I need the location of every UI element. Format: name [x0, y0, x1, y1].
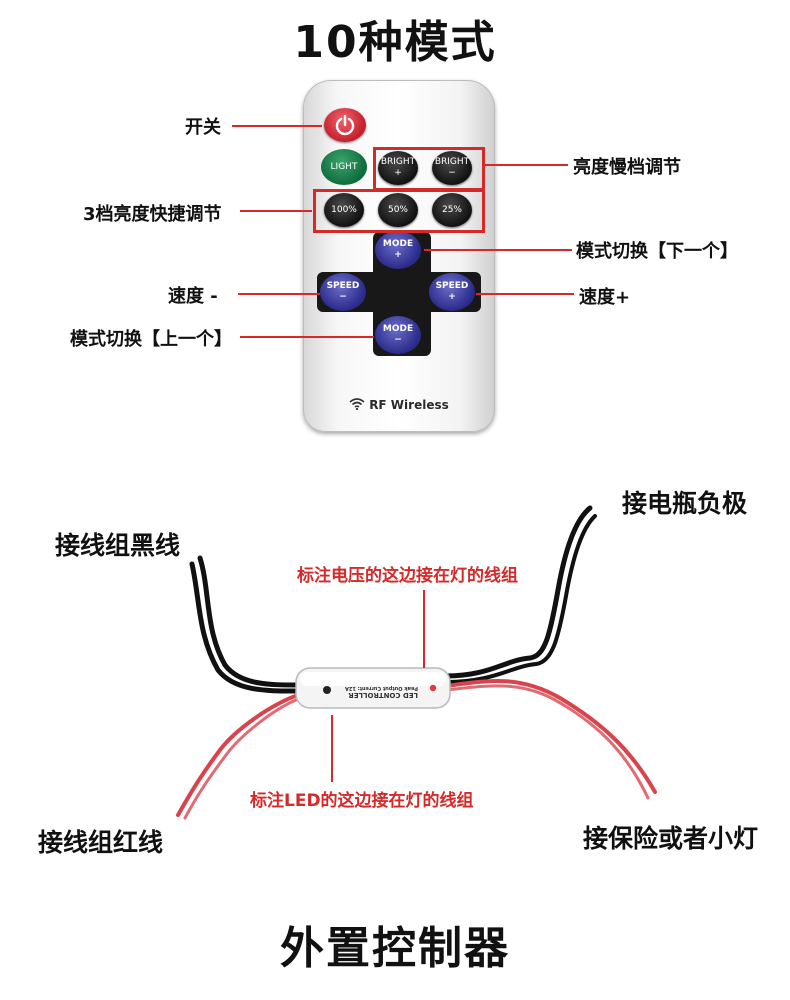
- voltage-side-pointer: [423, 590, 425, 668]
- brightness-25-button[interactable]: 25%: [432, 193, 472, 227]
- power-button[interactable]: [324, 108, 366, 142]
- power-label: 开关: [185, 117, 221, 138]
- bright-group-highlight: [373, 147, 485, 191]
- power-pointer: [232, 125, 322, 127]
- battery-negative-label: 接电瓶负极: [622, 489, 748, 518]
- controller-ir-receiver: [323, 686, 331, 694]
- mode-next-label: 模式切换【下一个】: [576, 241, 738, 262]
- brightness-100-button[interactable]: 100%: [324, 193, 364, 227]
- speed-minus-pointer: [238, 293, 320, 295]
- black-wire-left-inner: [189, 561, 301, 694]
- speed-minus-label: 速度 -: [168, 286, 218, 307]
- bright-plus-button[interactable]: BRIGHT +: [378, 151, 418, 185]
- black-wire-right: [443, 505, 593, 679]
- mode-prev-label: 模式切换【上一个】: [70, 329, 232, 350]
- mode-prev-pointer: [240, 336, 374, 338]
- rf-wireless-brand: RF Wireless: [349, 398, 449, 412]
- mode-down-button[interactable]: MODE −: [375, 316, 421, 354]
- brightness-fine-label: 亮度慢档调节: [573, 157, 681, 178]
- black-wire-left: [197, 555, 301, 688]
- brightness-50-button[interactable]: 50%: [378, 193, 418, 227]
- controller-wiring: [176, 505, 657, 820]
- red-wire-left: [176, 693, 300, 817]
- black-wire-label: 接线组黑线: [55, 531, 181, 560]
- red-wire-right-inner: [444, 684, 650, 800]
- led-side-note: 标注LED的这边接在灯的线组: [250, 791, 474, 811]
- light-button[interactable]: LIGHT: [321, 149, 367, 185]
- voltage-side-note: 标注电压的这边接在灯的线组: [297, 566, 518, 586]
- speed-minus-button[interactable]: SPEED −: [320, 273, 366, 311]
- controller-status-led: [429, 684, 437, 692]
- fuse-or-lamp-label: 接保险或者小灯: [583, 824, 759, 853]
- led-side-pointer: [331, 715, 333, 782]
- speed-plus-label: 速度+: [579, 287, 631, 308]
- percent-group-highlight: [313, 189, 485, 233]
- brightness-quick-label: 3档亮度快捷调节: [83, 204, 222, 225]
- speed-plus-button[interactable]: SPEED +: [429, 273, 475, 311]
- mode-next-pointer: [424, 249, 572, 251]
- brightness-fine-pointer: [482, 164, 568, 166]
- bright-minus-button[interactable]: BRIGHT −: [432, 151, 472, 185]
- wireless-icon: [349, 398, 365, 411]
- black-wire-right-inner: [444, 514, 597, 684]
- red-wire-label: 接线组红线: [38, 828, 164, 857]
- red-wire-right: [444, 678, 657, 794]
- power-icon: [335, 114, 355, 136]
- top-title: 10种模式: [293, 17, 497, 68]
- mode-up-button[interactable]: MODE +: [375, 231, 421, 269]
- red-wire-left-inner: [183, 697, 300, 820]
- rf-remote: LIGHT BRIGHT + BRIGHT − 100% 50% 25% MOD…: [303, 80, 495, 432]
- controller-module-label: LED CONTROLLER Peak Output Current: 12A: [345, 685, 419, 699]
- speed-plus-pointer: [476, 293, 574, 295]
- brightness-quick-pointer: [240, 210, 312, 212]
- bottom-title: 外置控制器: [280, 923, 510, 974]
